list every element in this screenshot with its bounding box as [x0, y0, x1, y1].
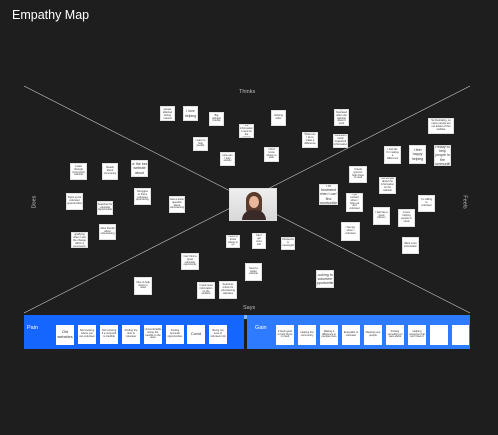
sticky-note[interactable]: Searches for volunteer opportunities	[97, 201, 113, 215]
sticky-note[interactable]: It's gratifying when I see the change wi…	[71, 232, 88, 248]
sticky-note[interactable]: I feel joy when I volunteer	[341, 222, 360, 241]
sticky-note[interactable]: I need more information on the website	[197, 282, 215, 299]
sticky-note[interactable]: I don't know where to start	[264, 147, 279, 162]
sticky-note[interactable]: Think about the people affected during n…	[160, 106, 175, 121]
sticky-note[interactable]: I love helping	[183, 106, 198, 121]
sticky-note[interactable]: I like to help those in need	[134, 277, 152, 295]
sticky-note[interactable]: I want to help people	[193, 137, 208, 151]
gain-note[interactable]	[430, 325, 448, 345]
pain-note[interactable]: Finding the time to volunteer	[122, 325, 140, 344]
gain-note[interactable]	[452, 325, 469, 345]
sticky-note[interactable]: Searches online for volunteering website…	[219, 281, 237, 299]
gain-note[interactable]: Helping someone that can't have it	[408, 325, 426, 345]
gain-note[interactable]: Meeting new people	[364, 325, 382, 345]
sticky-note[interactable]: Reads about community	[102, 163, 118, 180]
pain-note[interactable]: Uncomfortable being the newbie to the te…	[144, 325, 162, 344]
sticky-note[interactable]: I get frustrated when the website doesn'…	[334, 109, 349, 126]
sticky-note[interactable]: Not excited about the information on the…	[379, 177, 396, 194]
gain-note[interactable]: Helping the community	[298, 325, 316, 345]
sticky-note[interactable]: Need a better website	[245, 263, 262, 281]
gain-note[interactable]: Finding something to care about	[386, 325, 404, 345]
sticky-note[interactable]: Helping other	[271, 110, 286, 126]
sticky-note[interactable]: Ready to help people in the community	[434, 145, 451, 166]
gain-label: Gain	[255, 325, 267, 331]
sticky-note[interactable]: Has a quick question about volunteering	[169, 196, 185, 213]
pain-note[interactable]: Covid	[187, 325, 205, 344]
gain-note[interactable]: Making a difference in peoples lives	[320, 325, 338, 345]
persona-photo[interactable]	[229, 188, 277, 221]
sticky-note[interactable]: I feel like a good person	[373, 207, 390, 225]
sticky-note[interactable]: Searches for the best website about volu…	[131, 160, 148, 177]
sticky-note[interactable]: Signs up for volunteer opportunities	[66, 193, 83, 210]
sticky-note[interactable]: I can't find the information I need on t…	[239, 124, 254, 138]
sticky-note[interactable]: I feel like I'm making a difference	[384, 146, 401, 164]
quadrant-label-feels: Feels	[461, 195, 468, 209]
sticky-note[interactable]: Volunteering is meaningful	[281, 237, 295, 250]
sticky-note[interactable]: Can't find a good volunteer opportunity	[181, 253, 199, 270]
board-title: Empathy Map	[12, 8, 90, 22]
sticky-note[interactable]: I feel happy helping	[409, 145, 426, 164]
sticky-note[interactable]: I get excited when I help out and volunt…	[346, 193, 363, 212]
gain-note[interactable]: It feels good to help those in need	[276, 325, 294, 345]
sticky-note[interactable]: I'm frustrated when I can't find opportu…	[319, 184, 338, 205]
sticky-note[interactable]: Big website trouble	[209, 112, 224, 126]
sticky-note[interactable]: I want to know where to go	[226, 235, 240, 248]
pain-note[interactable]: Not knowing if a nonprofit is credible	[100, 325, 118, 344]
sticky-note[interactable]: Volunteers need organized information	[333, 134, 348, 148]
quadrant-label-thinks: Thinks	[239, 89, 256, 95]
sticky-note[interactable]: Asks friends about volunteering	[99, 224, 116, 240]
quadrant-label-says: Says	[243, 305, 256, 311]
sticky-note[interactable]: So frustrating, so many people are not a…	[428, 118, 454, 134]
sticky-note[interactable]: It feels good to help those in need	[349, 166, 367, 183]
sticky-note[interactable]: Want more information	[402, 237, 419, 254]
quadrant-label-does: Does	[31, 195, 38, 209]
sticky-note[interactable]: Struggles to find a volunteer opportunit…	[134, 188, 151, 205]
sticky-note[interactable]: I'm willing to volunteer	[418, 195, 435, 212]
pain-note[interactable]: Old websites	[56, 325, 74, 345]
pain-note[interactable]: Finding accurate opportunities	[166, 325, 184, 344]
pain-label: Pain	[27, 325, 39, 331]
sticky-note[interactable]: Can I get more info	[252, 233, 266, 249]
pain-note[interactable]: Not knowing where you can volunteer	[78, 325, 96, 344]
pain-note[interactable]: Being not sure of volunteer info	[209, 325, 227, 344]
sticky-note[interactable]: What can I do to make a difference	[302, 132, 318, 148]
sticky-note[interactable]: How can I help society	[220, 152, 235, 166]
sticky-note[interactable]: Looking for volunteer opportunities	[316, 270, 334, 288]
gain-note[interactable]: Enjoyable to volunteer	[342, 325, 360, 345]
sticky-note[interactable]: Loves helping people in need	[398, 209, 415, 227]
sticky-note[interactable]: Looks through community website	[70, 163, 87, 180]
